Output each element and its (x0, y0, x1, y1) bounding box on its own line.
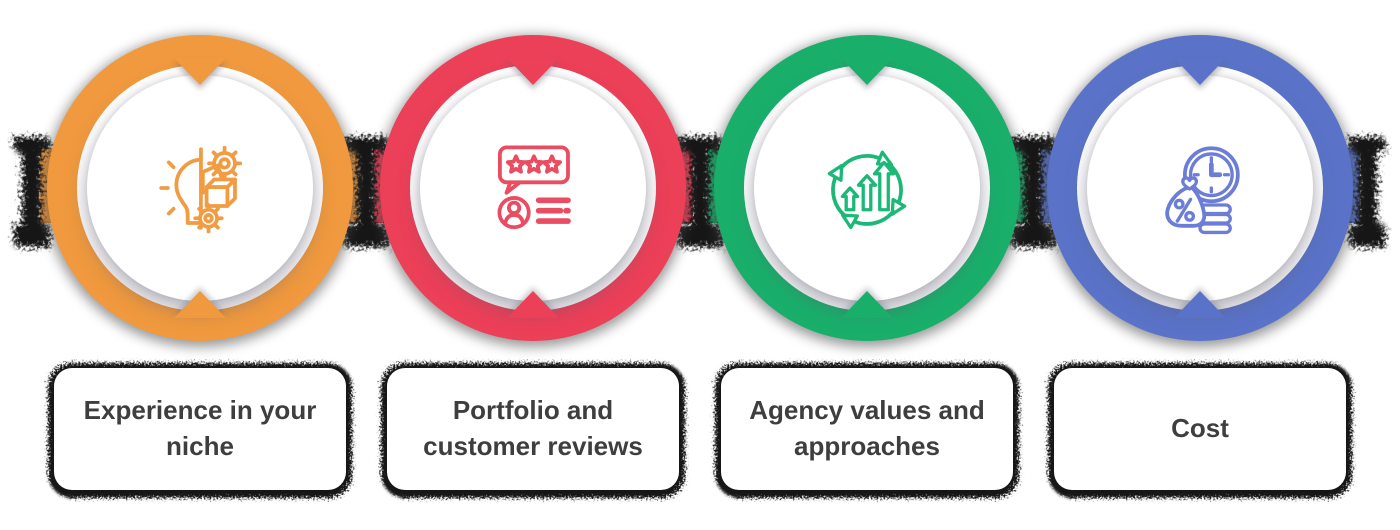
notch-top (174, 58, 226, 85)
connector-joint (677, 137, 723, 247)
inner-disc (87, 75, 313, 301)
step-label: Agency values and approaches (749, 395, 985, 461)
step-label: Experience in your niche (83, 395, 317, 461)
notch-bottom (1174, 291, 1226, 318)
step-label: Cost (1171, 413, 1229, 444)
growth-cycle-icon (827, 150, 907, 230)
step-card-values: Agency values and approaches (715, 363, 1019, 498)
connector-end-left (14, 137, 50, 247)
cost-clock-icon (1165, 146, 1240, 235)
inner-disc (754, 75, 980, 301)
notch-bottom (841, 291, 893, 318)
step-label: Portfolio and customer reviews (423, 395, 643, 461)
connector-joint (1010, 137, 1056, 247)
step-card-cost: Cost (1048, 363, 1352, 498)
notch-top (841, 58, 893, 85)
step-values (707, 35, 1027, 347)
inner-disc (420, 75, 646, 301)
connector-end-right (1349, 137, 1385, 247)
step-cost (1040, 35, 1360, 347)
step-portfolio (373, 35, 693, 347)
inner-disc (1087, 75, 1313, 301)
step-card-experience: Experience in your niche (48, 363, 352, 498)
step-card-portfolio: Portfolio and customer reviews (381, 363, 685, 498)
notch-top (1174, 58, 1226, 85)
review-stars-icon (497, 145, 571, 230)
notch-bottom (507, 291, 559, 318)
step-experience (40, 35, 360, 347)
notch-bottom (174, 291, 226, 318)
notch-top (507, 58, 559, 85)
connector-joint (343, 137, 389, 247)
idea-gears-icon (159, 145, 243, 234)
